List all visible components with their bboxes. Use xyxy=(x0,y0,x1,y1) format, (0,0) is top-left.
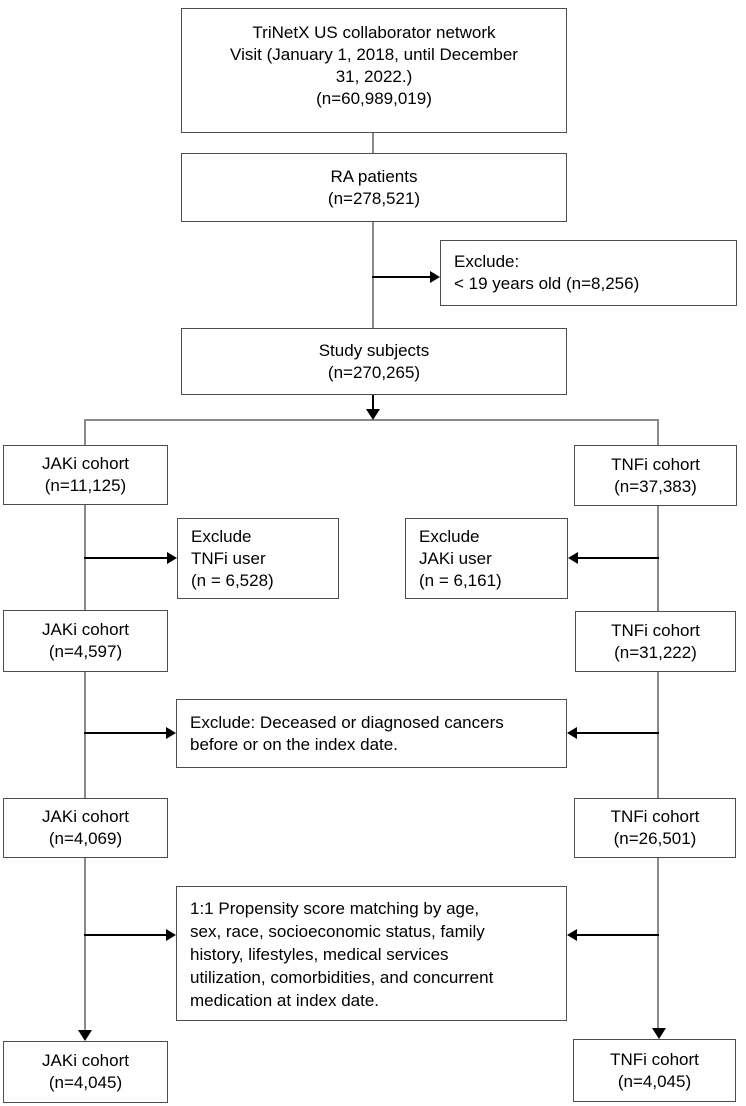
arrowhead-left-exclude-deceased xyxy=(567,727,577,739)
box-study-subjects: Study subjects (n=270,265) xyxy=(181,328,567,395)
arrowhead-down-jaki-matched xyxy=(78,1030,92,1041)
box-jaki-cohort-initial: JAKi cohort (n=11,125) xyxy=(3,445,168,505)
connector-tnfi-seg3 xyxy=(657,858,659,1028)
connector-jaki-seg3 xyxy=(84,858,86,1030)
connector-source-to-ra xyxy=(372,133,374,153)
connector-tnfi-seg2 xyxy=(657,672,659,798)
arrow-line-left-to-propensity xyxy=(84,934,167,936)
arrow-line-to-exclude-jaki-user xyxy=(577,557,659,559)
arrowhead-right-exclude-deceased xyxy=(166,727,176,739)
box-tnfi-cohort-after-user-exclusion: TNFi cohort (n=31,222) xyxy=(575,611,736,672)
arrowhead-right-propensity xyxy=(166,929,176,941)
arrow-line-study-to-branch xyxy=(372,395,374,410)
box-jaki-cohort-matched: JAKi cohort (n=4,045) xyxy=(3,1041,168,1103)
box-exclude-jaki-user: Exclude JAKi user (n = 6,161) xyxy=(405,518,568,599)
connector-branch-bar xyxy=(84,419,659,421)
box-exclude-tnfi-user: Exclude TNFi user (n = 6,528) xyxy=(177,518,339,599)
arrowhead-left-exclude-jaki-user xyxy=(568,552,578,564)
box-jaki-cohort-after-user-exclusion: JAKi cohort (n=4,597) xyxy=(3,610,168,672)
arrow-line-left-to-exclude-deceased xyxy=(84,732,167,734)
arrow-line-right-to-propensity xyxy=(576,934,659,936)
arrow-line-to-exclude-age xyxy=(372,276,431,278)
box-exclude-deceased-cancer: Exclude: Deceased or diagnosed cancers b… xyxy=(176,699,567,768)
connector-ra-to-study xyxy=(372,222,374,328)
box-ra-patients: RA patients (n=278,521) xyxy=(181,153,567,222)
connector-branch-left-drop xyxy=(84,419,86,446)
arrowhead-down-branch xyxy=(366,409,380,420)
arrowhead-down-tnfi-matched xyxy=(652,1028,666,1039)
box-exclude-age: Exclude: < 19 years old (n=8,256) xyxy=(440,240,737,306)
connector-branch-right-drop xyxy=(657,419,659,446)
arrowhead-left-propensity xyxy=(567,929,577,941)
arrowhead-right-exclude-age xyxy=(430,271,440,283)
box-tnfi-cohort-after-cancer-exclusion: TNFi cohort (n=26,501) xyxy=(574,798,736,858)
arrowhead-right-exclude-tnfi-user xyxy=(167,552,177,564)
arrow-line-to-exclude-tnfi-user xyxy=(84,557,168,559)
box-tnfi-cohort-matched: TNFi cohort (n=4,045) xyxy=(573,1039,736,1102)
box-network-source: TriNetX US collaborator network Visit (J… xyxy=(181,8,567,133)
connector-jaki-seg2 xyxy=(84,672,86,798)
box-tnfi-cohort-initial: TNFi cohort (n=37,383) xyxy=(574,445,737,506)
arrow-line-right-to-exclude-deceased xyxy=(576,732,659,734)
box-jaki-cohort-after-cancer-exclusion: JAKi cohort (n=4,069) xyxy=(3,798,168,858)
box-propensity-matching: 1:1 Propensity score matching by age, se… xyxy=(176,886,567,1021)
